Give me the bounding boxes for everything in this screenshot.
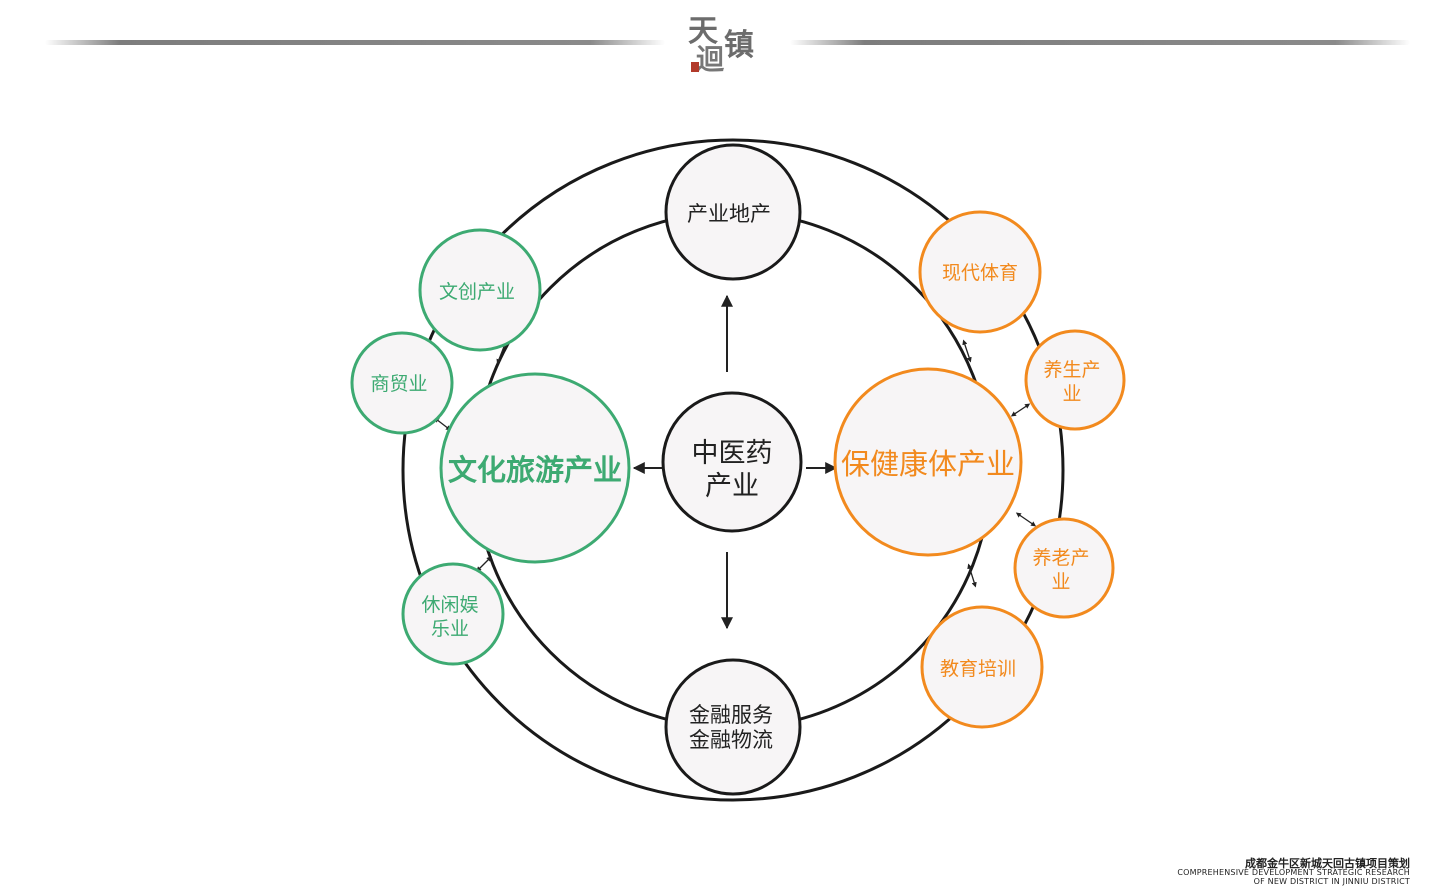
footer-cn-title: 成都金牛区新城天回古镇项目策划 <box>1245 856 1410 870</box>
link-yanglao <box>1015 512 1037 527</box>
sat-tiyu-label: 现代体育 <box>942 262 1018 284</box>
sat-wenchuang-label: 文创产业 <box>439 281 515 303</box>
node-bottom-label-1: 金融服务 <box>689 703 773 727</box>
link-wenchuang <box>496 341 507 365</box>
footer-en-line1: COMPREHENSIVE DEVELOPMENT STRATEGIC RESE… <box>1177 868 1410 878</box>
link-shangmao <box>433 417 452 431</box>
node-bottom-label-2: 金融物流 <box>689 728 773 752</box>
logo-char: 镇 <box>724 28 754 63</box>
header-rule-right <box>790 40 1410 45</box>
sat-xiuxian-label-1: 休闲娱 <box>421 594 478 616</box>
sat-jiaoyu-label: 教育培训 <box>940 658 1016 680</box>
node-center-label-1: 中医药 <box>692 438 773 469</box>
node-right-hub-label: 保健康体产业 <box>841 447 1015 481</box>
logo-char: 迴 <box>696 43 725 76</box>
sat-yanglao-label-1: 养老产 <box>1032 547 1089 569</box>
node-top-label: 产业地产 <box>687 202 771 226</box>
sat-yangsheng-label-2: 业 <box>1062 383 1081 405</box>
link-jiaoyu <box>967 563 977 588</box>
node-top-circle <box>664 143 802 281</box>
node-left-hub-label: 文化旅游产业 <box>448 453 622 487</box>
brand-logo: 天 镇 迴 <box>682 2 782 80</box>
link-tiyu <box>962 339 972 363</box>
sat-xiuxian-circle <box>401 562 505 666</box>
footer-en-line2: OF NEW DISTRICT IN JINNIU DISTRICT <box>1253 876 1410 886</box>
sat-xiuxian-label-2: 乐业 <box>431 618 469 640</box>
footer-project-title: 成都金牛区新城天回古镇项目策划 COMPREHENSIVE DEVELOPMEN… <box>1177 858 1410 886</box>
link-yangsheng <box>1010 403 1031 417</box>
node-bottom-circle <box>664 658 802 796</box>
sat-yangsheng-label-1: 养生产 <box>1043 359 1100 381</box>
sat-yanglao-circle <box>1013 517 1115 619</box>
sat-shangmao-circle <box>350 331 454 435</box>
logo-char: 天 <box>688 14 718 49</box>
logo-seal <box>691 62 699 72</box>
outer-ring <box>401 138 1065 802</box>
sat-yangsheng-circle <box>1024 329 1126 431</box>
node-right-hub-circle <box>833 367 1023 557</box>
link-xiuxian <box>476 556 492 572</box>
node-left-hub-circle <box>439 372 631 564</box>
sat-wenchuang-circle <box>418 228 542 352</box>
sat-jiaoyu-circle <box>920 605 1044 729</box>
sat-yanglao-label-2: 业 <box>1051 571 1070 593</box>
node-center-label-2: 产业 <box>705 471 759 502</box>
sat-shangmao-label: 商贸业 <box>370 373 427 395</box>
node-center-circle <box>661 391 803 533</box>
sat-tiyu-circle <box>918 210 1042 334</box>
header-rule-left <box>45 40 665 45</box>
